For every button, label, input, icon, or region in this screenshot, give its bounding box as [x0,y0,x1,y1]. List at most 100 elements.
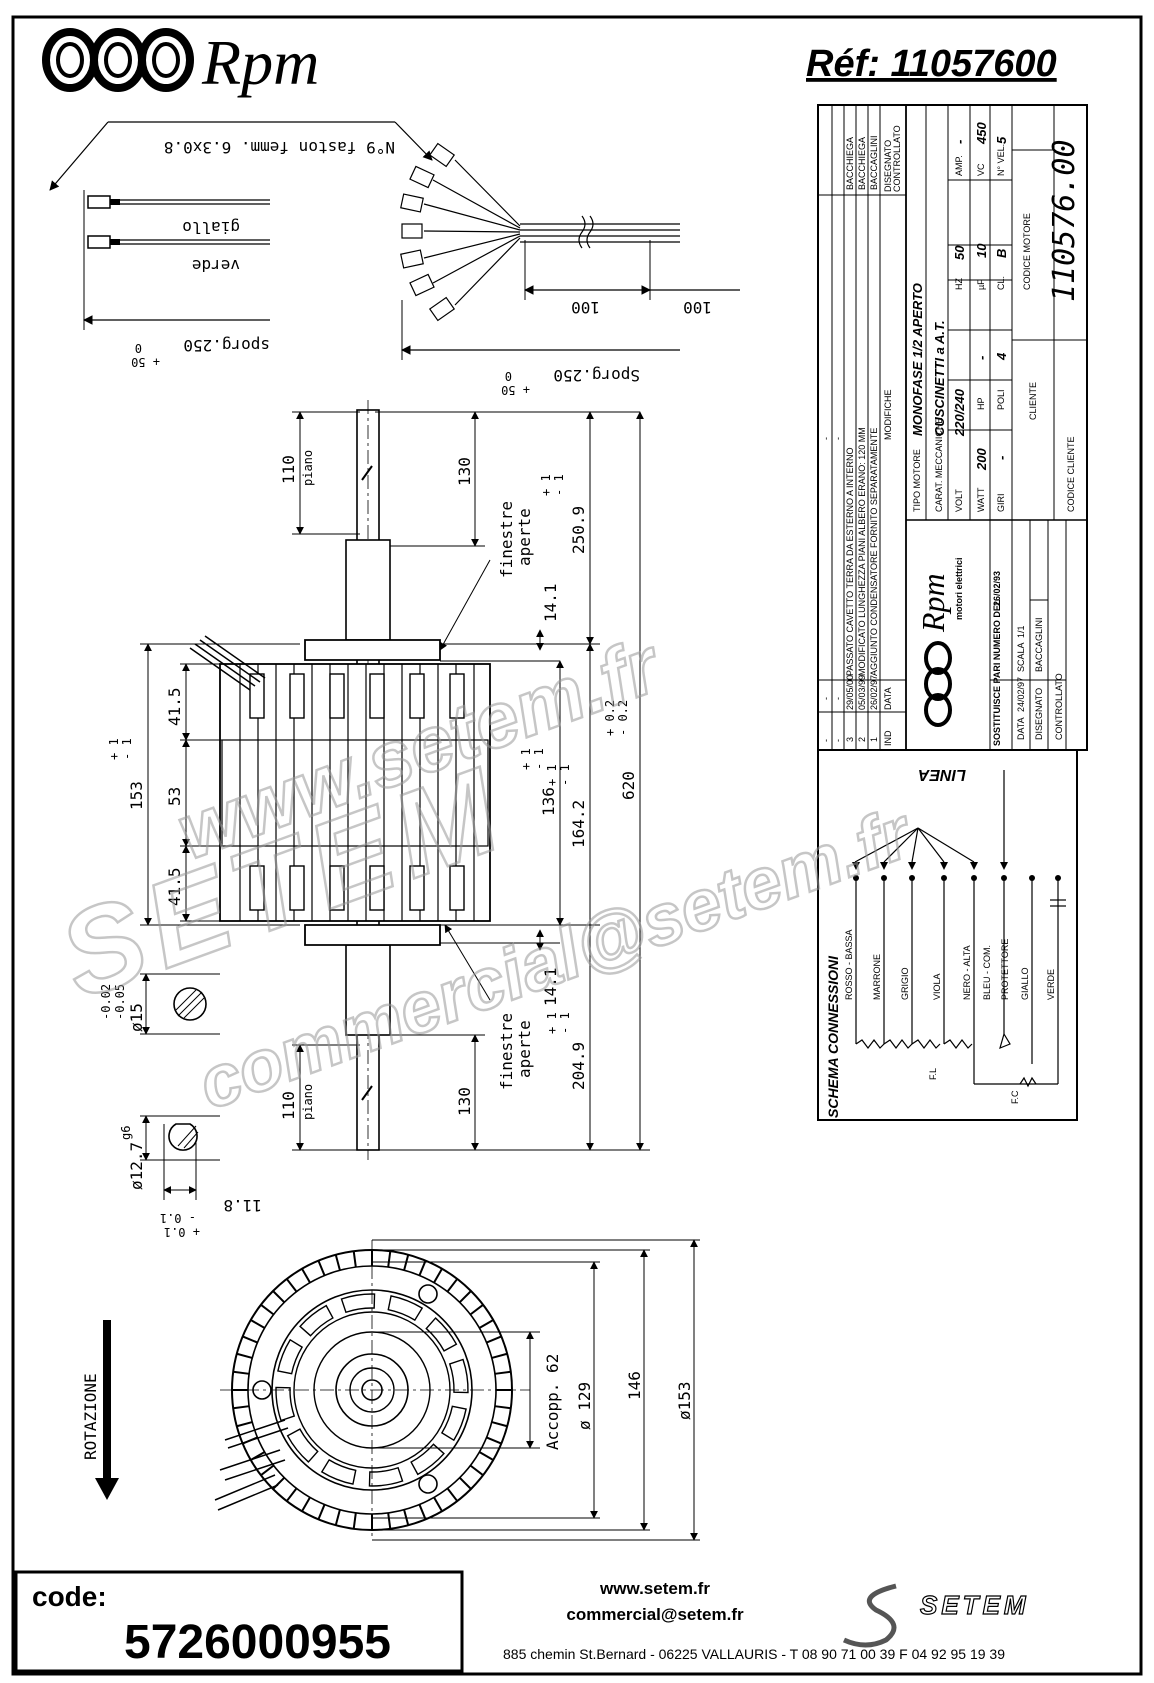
wire-label: VERDE [1046,969,1056,1000]
svg-text:CUSCINETTI a A.T.: CUSCINETTI a A.T. [932,320,947,436]
sporg-1: sporg.250 [183,336,270,355]
footer-web-link[interactable]: www.setem.fr [599,1579,710,1598]
wire-label: BLEU - COM. [982,945,992,1000]
connection-schema: SCHEMA CONNESSIONI LINEA [817,749,1078,1121]
vent-slot [286,1428,319,1463]
svg-text:B: B [994,249,1009,258]
wiring-detail: N°9 faston femm. 6.3x0.8 giallo verde sp… [49,121,740,397]
dim-204-9: 204.9 [569,1042,588,1090]
cooling-fin [233,1405,250,1410]
cooling-fin [272,1290,286,1304]
sporg-1-tol-top: 0 [135,341,142,355]
cooling-fin [242,1335,258,1344]
fc-label: F.C [1010,1090,1020,1104]
side-view-labels: 110 piano 130 finestre aperte 250.9 + 1-… [107,450,638,1120]
cooling-fin [433,1268,443,1284]
cooling-fin [272,1476,286,1490]
rotation-arrow-icon [95,1320,119,1500]
front-view-dimensions [372,1239,700,1541]
cooling-fin [301,1268,311,1284]
outer-border [11,15,1143,1676]
wire-giallo [87,195,270,209]
schema-title: SCHEMA CONNESSIONI [825,955,841,1118]
cooling-fin [486,1436,502,1445]
vent-slot [368,1466,404,1487]
cooling-fin [250,1319,266,1329]
faston-label: N°9 faston femm. 6.3x0.8 [164,138,395,157]
reference-number: Réf: 11057600 [806,43,1057,85]
svg-text:-: - [821,437,831,440]
dim-53: 53 [165,787,184,806]
svg-text:WATT: WATT [976,487,986,512]
sporg-2: Sporg.250 [553,366,640,385]
svg-text:BACCAGLINI: BACCAGLINI [869,135,879,190]
motor-front-view [214,1240,530,1540]
svg-text:BACCAGLINI: BACCAGLINI [1034,617,1044,672]
vent-slot [440,1405,467,1442]
footer-email-link[interactable]: commercial@setem.fr [566,1605,744,1624]
svg-text:VOLT: VOLT [954,489,964,512]
rpm-logo: Rpm [42,27,319,98]
vent-slot [340,1293,376,1314]
dia-129: ø 129 [575,1382,594,1430]
svg-text:CODICE CLIENTE: CODICE CLIENTE [1066,436,1076,512]
svg-text:29/05/00: 29/05/00 [845,675,855,710]
title-brand-sub: motori elettrici [954,557,964,620]
brand-name: Rpm [201,27,319,98]
cooling-fin [458,1476,472,1490]
dim-620-tol: + 0.2- 0.2 [603,700,630,736]
setem-logo: SETEM [842,1583,1026,1648]
svg-text:DISEGNATO: DISEGNATO [1034,688,1044,740]
svg-text:IND: IND [883,730,893,746]
svg-text:50: 50 [952,245,967,260]
shaft-15-tol-b: -0.05 [113,984,127,1020]
cooling-fin [285,1278,298,1293]
codice-motore-value: 110576.00 [1047,139,1082,302]
dia-153: ø153 [675,1381,694,1420]
cooling-fin [478,1319,494,1329]
accopp-62: Accopp. 62 [543,1354,562,1450]
cooling-fin [387,1251,392,1268]
aperte-top: aperte [515,508,534,566]
shaft-section-12-7 [168,1123,198,1151]
svg-text:TIPO MOTORE: TIPO MOTORE [912,449,922,512]
svg-text:SCALA: SCALA [1016,642,1026,672]
vent-slot [299,1304,334,1337]
svg-text:-: - [994,456,1009,460]
shaft-12-7-fit: g6 [119,1126,133,1140]
vent-slot [410,1443,445,1476]
sporg-2-tol-top: 0 [505,369,512,383]
svg-text:4: 4 [994,352,1009,361]
tipo-motore-value: MONOFASE 1/2 APERTO [910,283,925,436]
svg-text:CONTROLLATO: CONTROLLATO [1054,673,1064,740]
cooling-fin [317,1260,326,1276]
vent-slot [320,1458,357,1485]
svg-text:µF: µF [976,279,986,290]
piano-bot: piano [301,1084,315,1120]
svg-text:MODIFICATO LUNGHEZZA PIANI ALB: MODIFICATO LUNGHEZZA PIANI ALBERO ERANO:… [857,427,867,676]
svg-text:DATA: DATA [883,687,893,710]
svg-text:PASSATO CAVETTO TERRA DA ESTER: PASSATO CAVETTO TERRA DA ESTERNO A INTER… [845,447,855,676]
wire-verde [87,235,270,249]
svg-text:450: 450 [974,122,989,145]
wire-label: VIOLA [932,973,942,1000]
vent-slot [448,1358,469,1394]
wire-label: NERO - ALTA [962,945,972,1000]
dim-153: 153 [127,781,146,810]
svg-text:-: - [821,697,831,700]
dim-110-bot: 110 [279,1091,298,1120]
svg-text:10: 10 [974,243,989,258]
svg-text:DATA: DATA [1016,717,1026,740]
wire-label: GRIGIO [900,967,910,1000]
dim-164-2-tol: + 1- 1 [545,764,572,786]
cooling-fin [334,1509,341,1526]
linea-label: LINEA [918,766,966,783]
cooling-fin [418,1260,427,1276]
svg-text:-: - [821,739,831,742]
dim-110-top: 110 [279,455,298,484]
cooling-fin [352,1512,357,1529]
rotation-label: ROTAZIONE [81,1373,100,1460]
cooling-fin [478,1451,494,1461]
